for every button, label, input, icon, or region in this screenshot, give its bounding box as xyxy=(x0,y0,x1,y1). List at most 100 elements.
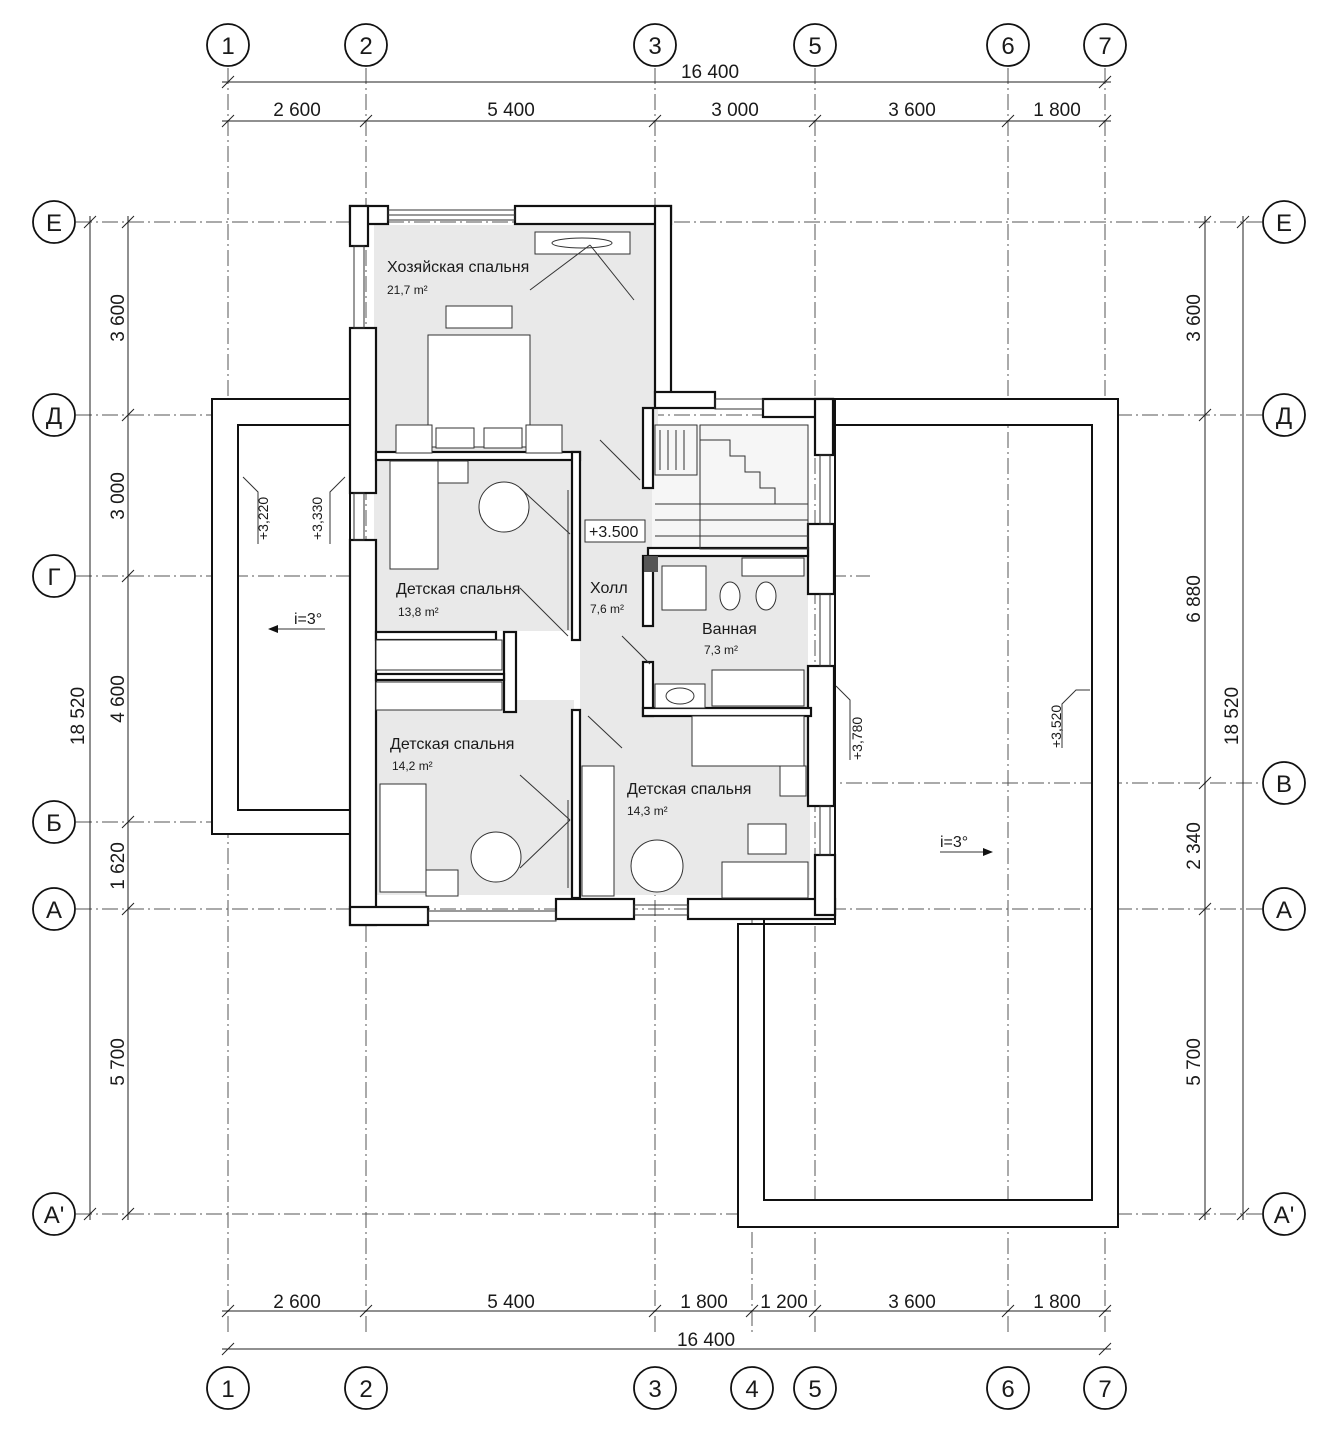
svg-text:А': А' xyxy=(1274,1202,1295,1229)
room-area: 14,3 m² xyxy=(627,804,668,818)
room-name: Хозяйская спальня xyxy=(387,259,529,276)
axis-bubble: 5 xyxy=(793,23,837,67)
wall xyxy=(348,326,378,495)
nightstand xyxy=(525,424,563,454)
slope-label-left: i=3° xyxy=(294,611,322,628)
svg-text:3: 3 xyxy=(648,1376,661,1403)
svg-text:Е: Е xyxy=(1276,210,1292,237)
axis-bubble: Е xyxy=(32,200,76,244)
dimension-bottom-segment: 3 600 xyxy=(888,1292,936,1313)
staircase xyxy=(654,424,809,550)
counter xyxy=(741,557,805,577)
level-marks: +3.500 +3,220 +3,330 +3,780 +3,520 xyxy=(242,476,1090,760)
dimension-left-overall: 18 520 xyxy=(68,687,89,745)
svg-text:7: 7 xyxy=(1098,33,1111,60)
round-table xyxy=(478,481,530,533)
wardrobe xyxy=(581,765,615,897)
axis-bubble: 2 xyxy=(344,23,388,67)
dimension-right-segment: 5 700 xyxy=(1184,1038,1205,1086)
svg-text:Б: Б xyxy=(46,810,62,837)
dimension-top-overall: 16 400 xyxy=(681,62,739,83)
axis-bubble: 7 xyxy=(1083,1366,1127,1410)
room-area: 7,6 m² xyxy=(590,602,624,616)
window xyxy=(633,904,689,916)
window xyxy=(819,593,831,667)
window xyxy=(819,454,831,525)
wall xyxy=(813,397,835,457)
wardrobe xyxy=(375,681,503,711)
wall xyxy=(513,204,673,226)
dimension-top-segment: 5 400 xyxy=(487,100,535,121)
dimension-right-segment: 3 600 xyxy=(1184,294,1205,342)
svg-text:А: А xyxy=(1276,897,1292,924)
dimension-bottom-overall: 16 400 xyxy=(677,1330,735,1351)
svg-text:5: 5 xyxy=(808,1376,821,1403)
axis-bubble: Д xyxy=(32,393,76,437)
svg-text:2: 2 xyxy=(359,1376,372,1403)
room-name: Детская спальня xyxy=(396,581,520,598)
room-name: Детская спальня xyxy=(390,736,514,753)
dimension-right-segment: 2 340 xyxy=(1184,822,1205,870)
wall xyxy=(813,853,837,917)
dimension-left-segment: 3 000 xyxy=(108,472,129,520)
partition xyxy=(374,672,506,682)
svg-text:Д: Д xyxy=(46,403,62,430)
wall xyxy=(653,204,673,406)
svg-text:4: 4 xyxy=(745,1376,758,1403)
axis-bubble: Г xyxy=(32,554,76,598)
room-name: Ванная xyxy=(702,621,757,638)
axis-bubble: А xyxy=(32,887,76,931)
single-bed xyxy=(691,715,805,767)
nightstand xyxy=(779,765,807,797)
wall xyxy=(348,905,430,927)
svg-text:А: А xyxy=(46,897,62,924)
axis-bubble: 6 xyxy=(986,1366,1030,1410)
dimension-top-segment: 3 000 xyxy=(711,100,759,121)
svg-text:3: 3 xyxy=(648,33,661,60)
dimension-bottom-segment: 1 800 xyxy=(680,1292,728,1313)
bench xyxy=(445,305,513,329)
axis-bubble: 3 xyxy=(633,23,677,67)
axis-bubble: 7 xyxy=(1083,23,1127,67)
round-table xyxy=(630,839,684,893)
wall xyxy=(686,897,837,921)
level-mark: +3.500 xyxy=(589,524,638,541)
dimension-left-segment: 3 600 xyxy=(108,294,129,342)
window xyxy=(427,910,557,922)
partition xyxy=(641,706,813,718)
dimension-text-right: 3 600 6 880 2 340 5 700 18 520 xyxy=(1184,294,1243,1086)
partition xyxy=(570,450,582,642)
single-bed xyxy=(379,783,427,893)
slope-arrowhead xyxy=(983,848,993,856)
dimension-top-segment: 3 600 xyxy=(888,100,936,121)
level-mark: +3,330 xyxy=(309,497,325,540)
shower xyxy=(661,565,707,611)
dimension-text-top: 16 400 2 600 5 400 3 000 3 600 1 800 xyxy=(273,62,1081,121)
svg-text:6: 6 xyxy=(1001,33,1014,60)
window xyxy=(819,805,831,856)
axis-bubble: 5 xyxy=(793,1366,837,1410)
window xyxy=(353,245,365,329)
dimension-bottom-segment: 1 800 xyxy=(1033,1292,1081,1313)
axis-bubble: 6 xyxy=(986,23,1030,67)
svg-text:Е: Е xyxy=(46,210,62,237)
wall xyxy=(653,390,717,410)
partition xyxy=(641,406,655,490)
axis-bubbles-bottom: 1 2 3 4 5 6 7 xyxy=(206,1366,1127,1410)
dimension-bottom-segment: 5 400 xyxy=(487,1292,535,1313)
wall xyxy=(554,897,636,921)
pillow xyxy=(483,427,523,449)
svg-text:В: В xyxy=(1276,771,1292,798)
terrace-left: i=3° xyxy=(211,398,351,835)
windows xyxy=(353,209,831,922)
toilet xyxy=(719,581,741,611)
axis-bubbles-left: Е Д Г Б А А' xyxy=(32,200,76,1236)
wall xyxy=(348,538,378,927)
partition xyxy=(570,708,582,900)
window xyxy=(353,492,365,541)
desk xyxy=(721,861,809,899)
dimension-top-segment: 1 800 xyxy=(1033,100,1081,121)
room-area: 13,8 m² xyxy=(398,605,439,619)
